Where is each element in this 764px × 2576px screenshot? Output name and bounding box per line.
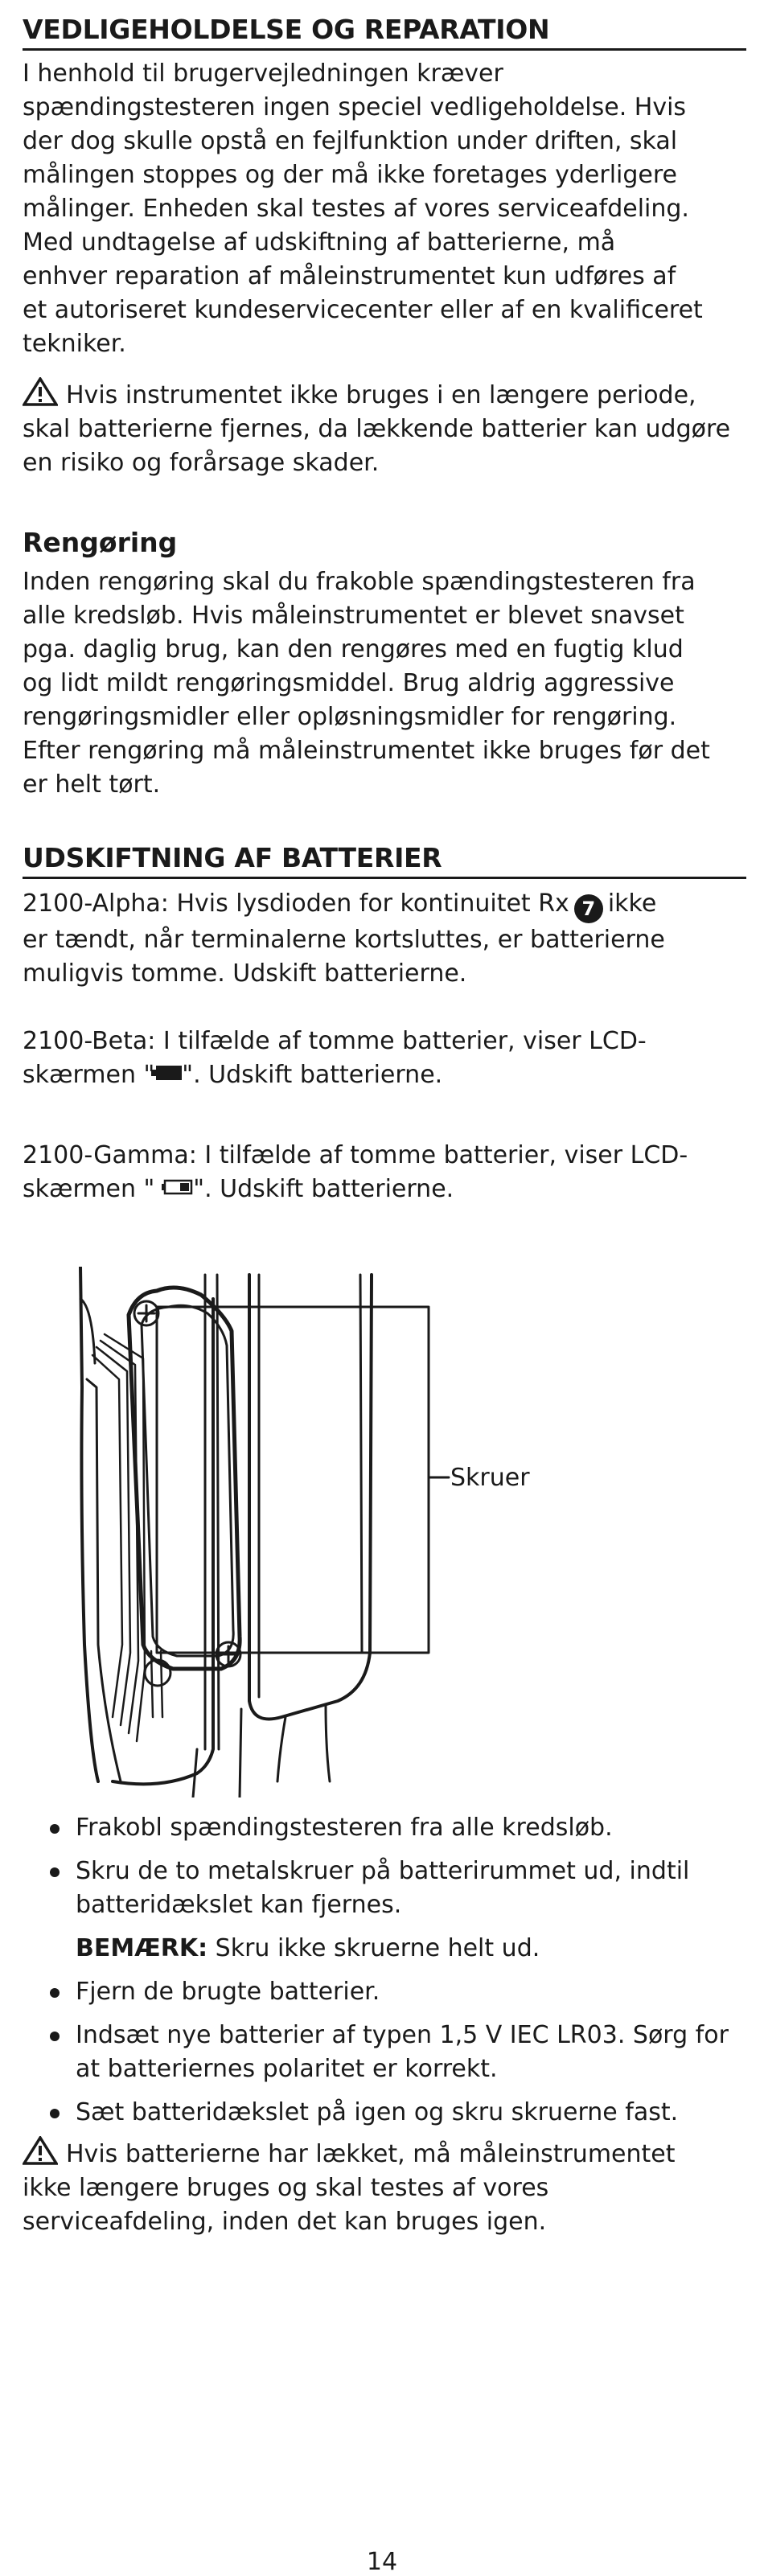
- body-line: Inden rengøring skal du frakoble spændin…: [23, 568, 696, 596]
- section-maintenance: VEDLIGEHOLDELSE OG REPARATION I henhold …: [23, 14, 746, 480]
- maintenance-body: I henhold til brugervejledningen kræver …: [23, 57, 746, 361]
- beta-text: skærmen ": [23, 1061, 155, 1089]
- list-item: Skru de to metalskruer på batterirummet …: [23, 1855, 746, 1922]
- body-line: spændingstesteren ingen speciel vedligeh…: [23, 93, 687, 121]
- heading-battery: UDSKIFTNING AF BATTERIER: [23, 843, 746, 879]
- gamma-text: skærmen ": [23, 1175, 155, 1203]
- list-item: Frakobl spændingstesteren fra alle kreds…: [23, 1811, 746, 1845]
- section-cleaning: Rengøring Inden rengøring skal du frakob…: [23, 527, 746, 802]
- warning-icon: [23, 2136, 58, 2165]
- bullet-icon: [50, 1988, 60, 1998]
- warning-text: en risiko og forårsage skader.: [23, 449, 380, 477]
- alpha-text: muligvis tomme. Udskift batterierne.: [23, 959, 467, 988]
- battery-low-symbol-icon: [162, 1179, 193, 1195]
- alpha-text: er tændt, når terminalerne kortsluttes, …: [23, 926, 665, 954]
- beta-paragraph: 2100-Beta: I tilfælde af tomme batterier…: [23, 1025, 746, 1092]
- bullet-icon: [50, 2032, 60, 2041]
- body-line: et autoriseret kundeservicecenter eller …: [23, 296, 703, 324]
- body-line: der dog skulle opstå en fejlfunktion und…: [23, 127, 678, 155]
- battery-compartment-illustration: Skruer: [79, 1267, 530, 1797]
- list-item: Indsæt nye batterier af typen 1,5 V IEC …: [23, 2019, 746, 2086]
- warning-icon: [23, 377, 58, 406]
- warning-text: serviceafdeling, inden det kan bruges ig…: [23, 2208, 547, 2236]
- beta-text: ". Udskift batterierne.: [182, 1061, 443, 1089]
- body-line: målinger. Enheden skal testes af vores s…: [23, 195, 689, 223]
- heading-maintenance: VEDLIGEHOLDELSE OG REPARATION: [23, 14, 746, 51]
- body-line: tekniker.: [23, 330, 126, 358]
- battery-full-symbol-icon: [151, 1066, 183, 1080]
- steps-list: Fjern de brugte batterier. Indsæt nye ba…: [23, 1975, 746, 2130]
- page-number: 14: [366, 2548, 398, 2576]
- body-line: og lidt mildt rengøringsmiddel. Brug ald…: [23, 669, 675, 697]
- body-line: alle kredsløb. Hvis måleinstrumentet er …: [23, 602, 684, 630]
- alpha-text: 2100-Alpha: Hvis lysdioden for kontinuit…: [23, 889, 569, 918]
- warning-text: skal batterierne fjernes, da lækkende ba…: [23, 415, 731, 443]
- steps-list: Frakobl spændingstesteren fra alle kreds…: [23, 1811, 746, 1922]
- body-line: pga. daglig brug, kan den rengøres med e…: [23, 635, 684, 664]
- bullet-icon: [50, 1824, 60, 1834]
- note-label: BEMÆRK:: [76, 1934, 208, 1962]
- note: BEMÆRK: Skru ikke skruerne helt ud.: [23, 1932, 746, 1966]
- body-line: rengøringsmidler eller opløsningsmidler …: [23, 703, 677, 731]
- gamma-text: 2100-Gamma: I tilfælde af tomme batterie…: [23, 1141, 688, 1169]
- body-line: Med undtagelse af udskiftning af batteri…: [23, 228, 616, 257]
- warning-text: ikke længere bruges og skal testes af vo…: [23, 2174, 549, 2202]
- body-line: enhver reparation af måleinstrumentet ku…: [23, 262, 676, 290]
- beta-text: 2100-Beta: I tilfælde af tomme batterier…: [23, 1027, 647, 1055]
- leak-warning: Hvis batterierne har lækket, må måleinst…: [23, 2136, 746, 2239]
- bullet-icon: [50, 2109, 60, 2118]
- screws-label: Skruer: [450, 1464, 530, 1492]
- body-line: målingen stoppes og der må ikke foretage…: [23, 161, 677, 189]
- body-line: Efter rengøring må måleinstrumentet ikke…: [23, 737, 710, 765]
- warning-text: Hvis batterierne har lækket, må måleinst…: [66, 2140, 676, 2168]
- bullet-icon: [50, 1867, 60, 1877]
- list-item: Fjern de brugte batterier.: [23, 1975, 746, 2009]
- alpha-paragraph: 2100-Alpha: Hvis lysdioden for kontinuit…: [23, 887, 746, 991]
- warning-text: Hvis instrumentet ikke bruges i en længe…: [66, 381, 696, 409]
- list-item: Sæt batteridækslet på igen og skru skrue…: [23, 2096, 746, 2130]
- gamma-paragraph: 2100-Gamma: I tilfælde af tomme batterie…: [23, 1139, 746, 1206]
- gamma-text: ". Udskift batterierne.: [193, 1175, 454, 1203]
- heading-cleaning: Rengøring: [23, 527, 178, 558]
- continuity-led-marker: 7: [573, 894, 603, 923]
- maintenance-warning: Hvis instrumentet ikke bruges i en længe…: [23, 377, 746, 480]
- section-battery: UDSKIFTNING AF BATTERIER 2100-Alpha: Hvi…: [23, 843, 746, 1206]
- cleaning-body: Inden rengøring skal du frakoble spændin…: [23, 565, 746, 802]
- note-text: Skru ikke skruerne helt ud.: [215, 1934, 540, 1962]
- body-line: I henhold til brugervejledningen kræver: [23, 60, 503, 88]
- replacement-steps: Frakobl spændingstesteren fra alle kreds…: [23, 1811, 746, 2239]
- body-line: er helt tørt.: [23, 770, 161, 799]
- alpha-text: ikke: [607, 889, 657, 918]
